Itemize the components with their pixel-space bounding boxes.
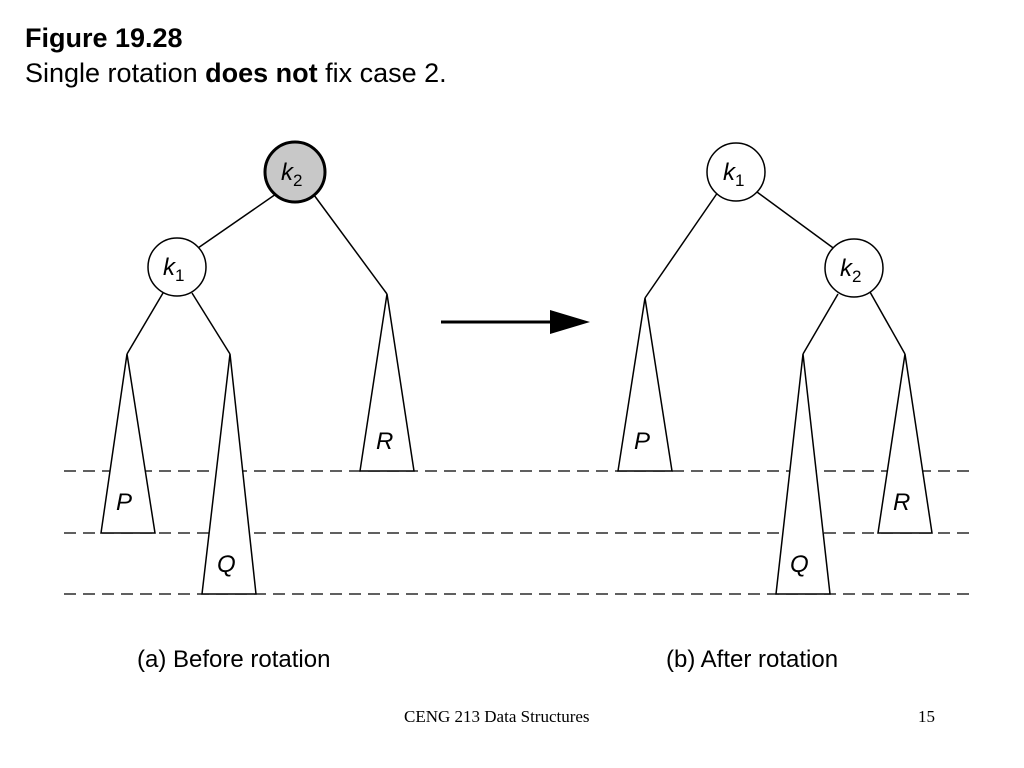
before-edge-root-to-child — [197, 193, 277, 249]
footer-course-title: CENG 213 Data Structures — [404, 707, 590, 726]
after-subtree-r-triangle — [877, 353, 933, 534]
after-caption: (b) After rotation — [666, 646, 838, 673]
caption-text-end: fix case 2. — [317, 58, 447, 88]
after-subtree-r-label: R — [893, 489, 910, 516]
before-root-node — [263, 140, 327, 204]
after-edge-child-to-q — [802, 293, 839, 355]
before-subtree-q-label: Q — [217, 551, 236, 578]
before-edge-child-to-q — [191, 292, 231, 355]
after-subtree-q-triangle — [775, 353, 831, 595]
before-subtree-q-triangle — [201, 353, 257, 595]
after-child-node — [824, 238, 884, 298]
after-edge-root-to-p — [644, 191, 719, 299]
after-root-node — [706, 142, 766, 202]
before-child-node — [147, 237, 207, 297]
footer-page-number: 15 — [918, 707, 935, 726]
before-caption: (a) Before rotation — [137, 646, 330, 673]
after-subtree-q-label: Q — [790, 551, 809, 578]
after-root-label: k1 — [723, 159, 744, 190]
figure-caption: Single rotation does not fix case 2. — [25, 56, 447, 90]
caption-text-start: Single rotation — [25, 58, 206, 88]
before-subtree-p-triangle — [100, 353, 156, 534]
after-edge-root-to-child — [756, 191, 837, 251]
before-subtree-r-triangle — [359, 293, 415, 472]
after-edge-child-to-r — [869, 291, 906, 355]
before-subtree-p-label: P — [116, 489, 132, 516]
slide-title-block: Figure 19.28 Single rotation does not fi… — [25, 20, 447, 90]
figure-label: Figure 19.28 — [25, 23, 183, 53]
after-subtree-p-label: P — [634, 428, 650, 455]
before-child-label: k1 — [163, 254, 184, 285]
before-subtree-r-label: R — [376, 428, 393, 455]
before-edge-root-to-r — [313, 194, 388, 295]
caption-bold-text: does not — [205, 58, 318, 88]
after-subtree-p-triangle — [617, 297, 673, 472]
rotation-arrow-head — [550, 310, 590, 334]
before-root-label: k2 — [281, 159, 302, 190]
before-edge-child-to-p — [126, 292, 164, 355]
after-child-label: k2 — [840, 255, 861, 286]
